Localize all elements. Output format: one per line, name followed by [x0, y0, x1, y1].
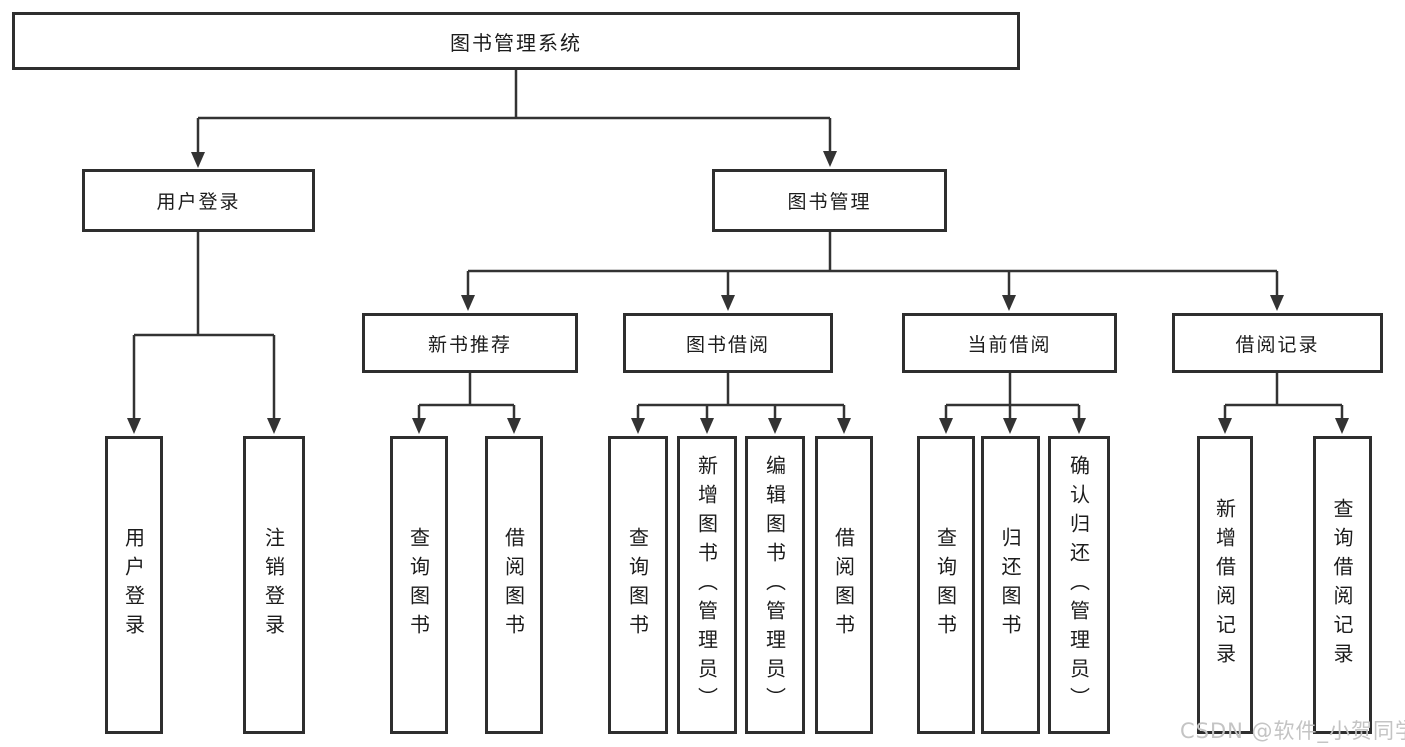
node-current-borrowing: 当前借阅	[902, 313, 1117, 373]
node-library-management-system: 图书管理系统	[12, 12, 1020, 70]
leaf-borrowing-borrow-books-label: 借阅图书	[831, 527, 856, 643]
leaf-current-query-books-label: 查询图书	[933, 527, 958, 643]
leaf-borrowing-borrow-books: 借阅图书	[815, 436, 873, 734]
leaf-user-login: 用户登录	[105, 436, 163, 734]
leaf-add-borrow-record: 新增借阅记录	[1197, 436, 1253, 734]
leaf-newbook-query-books: 查询图书	[390, 436, 448, 734]
node-user-login: 用户登录	[82, 169, 315, 232]
leaf-borrowing-query-books-label: 查询图书	[625, 527, 650, 643]
leaf-borrowing-query-books: 查询图书	[608, 436, 668, 734]
leaf-return-books: 归还图书	[981, 436, 1040, 734]
leaf-edit-books-admin-label: 编辑图书（管理员）	[762, 454, 787, 716]
leaf-newbook-borrow-books: 借阅图书	[485, 436, 543, 734]
leaf-newbook-borrow-books-label: 借阅图书	[501, 527, 526, 643]
node-book-management: 图书管理	[712, 169, 947, 232]
leaf-query-borrow-record: 查询借阅记录	[1313, 436, 1372, 734]
leaf-return-books-label: 归还图书	[998, 527, 1022, 643]
node-new-book-recommend: 新书推荐	[362, 313, 578, 373]
leaf-confirm-return-admin-label: 确认归还（管理员）	[1066, 454, 1091, 716]
leaf-user-login-label: 用户登录	[121, 527, 146, 643]
leaf-logout-label: 注销登录	[261, 527, 286, 643]
node-borrow-records: 借阅记录	[1172, 313, 1383, 373]
leaf-add-books-admin-label: 新增图书（管理员）	[694, 454, 719, 716]
csdn-watermark: CSDN @软件_小贺同学	[1180, 719, 1405, 743]
leaf-newbook-query-books-label: 查询图书	[406, 527, 431, 643]
leaf-edit-books-admin: 编辑图书（管理员）	[745, 436, 805, 734]
leaf-add-books-admin: 新增图书（管理员）	[677, 436, 737, 734]
leaf-logout: 注销登录	[243, 436, 305, 734]
leaf-query-borrow-record-label: 查询借阅记录	[1330, 498, 1354, 672]
node-book-borrowing: 图书借阅	[623, 313, 833, 373]
leaf-confirm-return-admin: 确认归还（管理员）	[1048, 436, 1110, 734]
leaf-add-borrow-record-label: 新增借阅记录	[1212, 498, 1237, 672]
leaf-current-query-books: 查询图书	[917, 436, 975, 734]
